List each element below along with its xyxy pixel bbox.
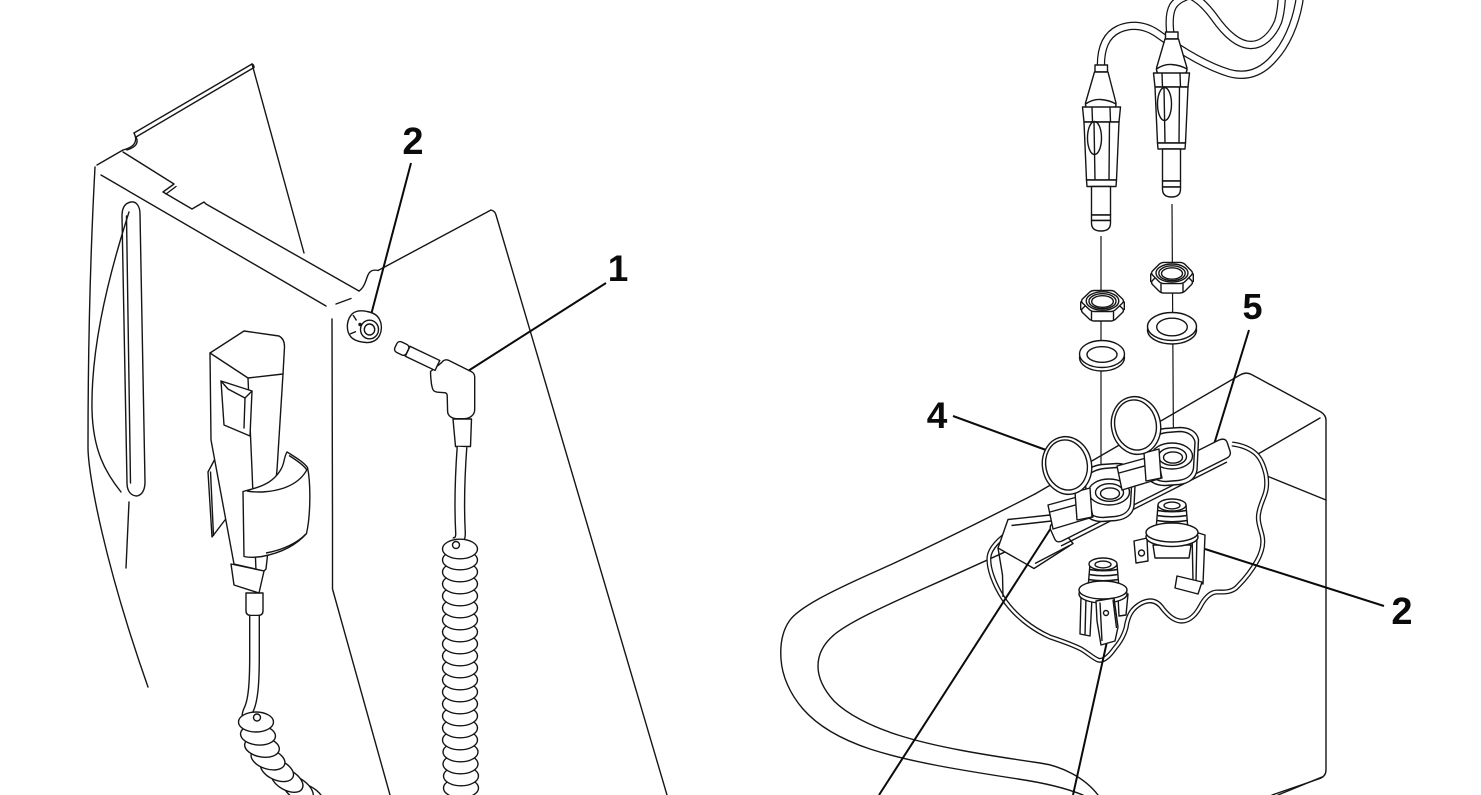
svg-text:2: 2: [402, 121, 423, 163]
svg-text:2: 2: [1391, 591, 1412, 633]
svg-text:1: 1: [608, 248, 629, 289]
svg-text:5: 5: [1242, 286, 1262, 327]
svg-text:4: 4: [927, 395, 948, 436]
